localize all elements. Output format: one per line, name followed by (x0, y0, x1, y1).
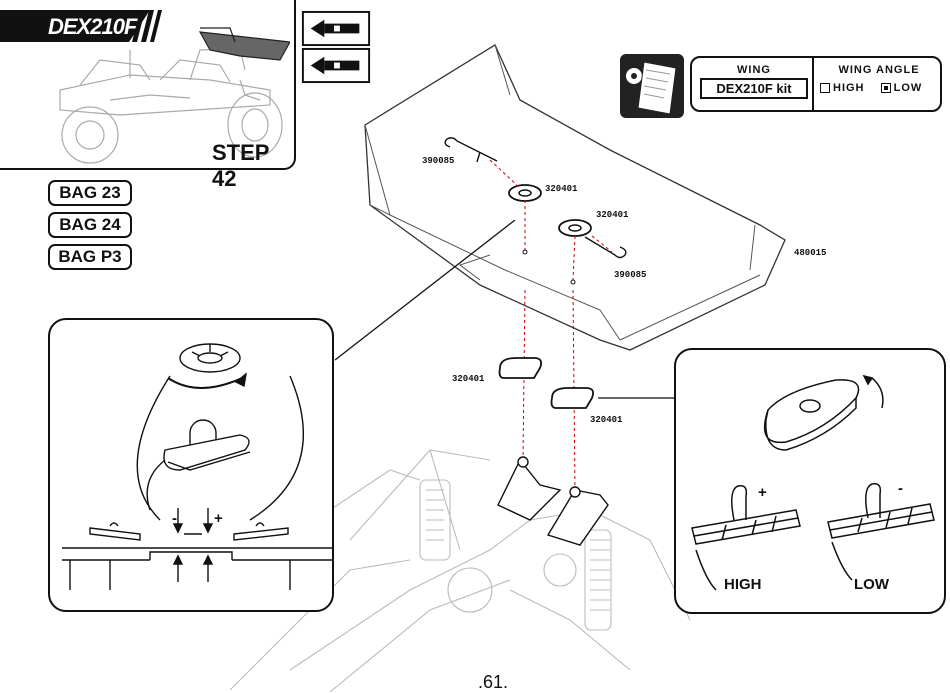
reference-manual-icon (620, 54, 684, 118)
step-number: STEP 42 (212, 140, 270, 191)
bag-label-2: BAG 24 (48, 212, 132, 238)
wing-options-box: WING DEX210F kit WING ANGLE HIGH LOW (690, 56, 942, 112)
logo-stripes (132, 10, 162, 42)
wing-angle-callout: + - HIGH LOW (674, 348, 946, 614)
wing-diagram (364, 44, 786, 351)
low-setting-label: LOW (854, 576, 889, 593)
instruction-icons (301, 10, 371, 84)
wing-angle-title: WING ANGLE (838, 64, 920, 76)
part-button-mid-left: 320401 (452, 374, 485, 384)
part-button-top-left: 320401 (545, 184, 578, 194)
brand-logo: DEX210F (48, 14, 137, 39)
part-wing: 480015 (794, 248, 827, 258)
bag-label-1: BAG 23 (48, 180, 132, 206)
plus-symbol-high: + (758, 484, 767, 501)
chassis-diagram (230, 290, 690, 692)
minus-symbol: - (172, 510, 177, 527)
high-label: HIGH (833, 82, 865, 94)
callout-leaders (334, 220, 680, 399)
page-number: .61. (478, 672, 509, 692)
high-setting-label: HIGH (724, 576, 762, 593)
minus-symbol-low: - (898, 480, 903, 497)
wing-angle-illustration (691, 374, 935, 591)
part-button-top-right: 320401 (596, 210, 629, 220)
logo-band (0, 10, 150, 42)
height-adjust-callout: - + (48, 318, 334, 612)
low-checkbox (880, 83, 891, 94)
high-checkbox (820, 83, 830, 94)
step-frame (0, 0, 296, 170)
height-adjust-illustration (62, 343, 332, 590)
wing-kit-value: DEX210F kit (700, 78, 808, 99)
part-clip-right: 390085 (614, 270, 647, 280)
buggy-thumbnail (59, 27, 290, 164)
options-divider (812, 58, 814, 110)
wing-option: WING DEX210F kit (700, 64, 808, 99)
part-clip-left: 390085 (422, 156, 455, 166)
bag-label-3: BAG P3 (48, 244, 132, 270)
wing-angle-option: WING ANGLE HIGH LOW (820, 64, 938, 94)
part-button-mid-right: 320401 (590, 415, 623, 425)
wing-title: WING (737, 64, 771, 76)
plus-symbol: + (214, 510, 223, 527)
low-label: LOW (893, 82, 923, 94)
